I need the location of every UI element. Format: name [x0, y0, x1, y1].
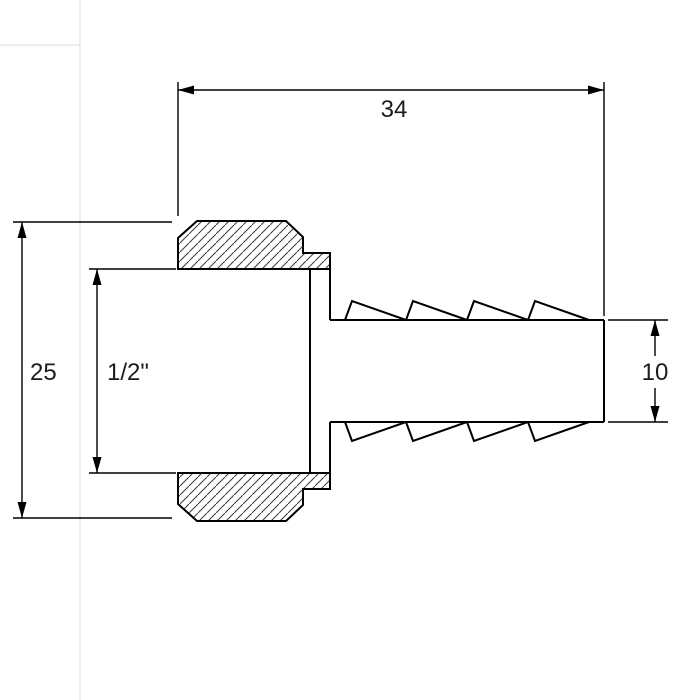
barb-teeth-bottom: [344, 421, 590, 443]
dim-thread-size: 1/2": [89, 268, 176, 474]
barb-tooth: [405, 421, 468, 443]
hex-nut-top-section: [177, 220, 331, 270]
arrowhead-up: [17, 222, 27, 238]
guide-lines: [0, 0, 81, 700]
arrowhead-right: [588, 85, 604, 95]
barb-tooth: [344, 421, 407, 443]
thread-bore: [178, 268, 311, 474]
fitting-body: [177, 220, 605, 522]
barb-tooth: [466, 299, 529, 321]
barb-tooth: [405, 299, 468, 321]
arrowhead-up: [650, 320, 660, 336]
dim-label-thread-size: 1/2": [107, 359, 149, 386]
dim-hex-height: 25: [13, 221, 172, 519]
dim-label-overall-length: 34: [381, 96, 408, 123]
arrowhead-down: [92, 457, 102, 473]
dim-label-hex-height: 25: [30, 359, 57, 386]
dim-barb-diameter: 10: [608, 319, 669, 423]
barb-tooth: [466, 421, 529, 443]
hex-nut-bottom-section: [177, 472, 331, 522]
barb-tooth: [344, 299, 407, 321]
barb-tooth: [527, 299, 590, 321]
barb-stem: [330, 319, 605, 423]
arrowhead-left: [178, 85, 194, 95]
arrowhead-down: [650, 406, 660, 422]
dim-overall-length: 34: [177, 82, 605, 316]
barb-tooth: [527, 421, 590, 443]
arrowhead-up: [92, 269, 102, 285]
barb-teeth-top: [344, 299, 590, 321]
arrowhead-down: [17, 502, 27, 518]
dim-label-barb-diameter: 10: [642, 359, 669, 386]
